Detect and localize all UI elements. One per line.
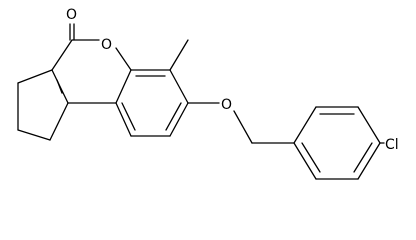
methyl-bond [169,39,189,71]
cyclopentane-ring [17,69,69,141]
ring-oxygen-label: O [101,37,112,53]
atom-labels: O O O Cl [66,7,399,153]
bond [115,102,132,137]
bond [51,39,73,71]
bond [357,106,381,144]
bond [115,47,132,71]
bond [169,102,189,137]
carbonyl-group [69,23,75,41]
chlorine-label: Cl [385,137,399,153]
double-bond-inner [301,142,321,173]
lactone-ring [51,39,132,104]
substituent-bonds [169,39,295,144]
bond [17,129,51,141]
bond [293,106,317,144]
double-bond-inner [353,142,373,173]
bond [293,142,317,180]
double-bond-inner [165,102,182,131]
bond [115,69,132,104]
ether-oxygen-label: O [221,97,232,113]
double-bond-inner [56,79,63,94]
benzene-ring [115,69,189,137]
chlorobenzene-ring [293,106,385,180]
ether-bond [233,110,253,144]
double-bond-inner [121,102,136,131]
bond [49,102,69,141]
carbonyl-oxygen-label: O [66,7,77,23]
molecule-structure-diagram: O O O Cl [17,7,399,180]
bond [169,69,189,104]
bond [17,69,53,84]
bond [357,142,381,180]
